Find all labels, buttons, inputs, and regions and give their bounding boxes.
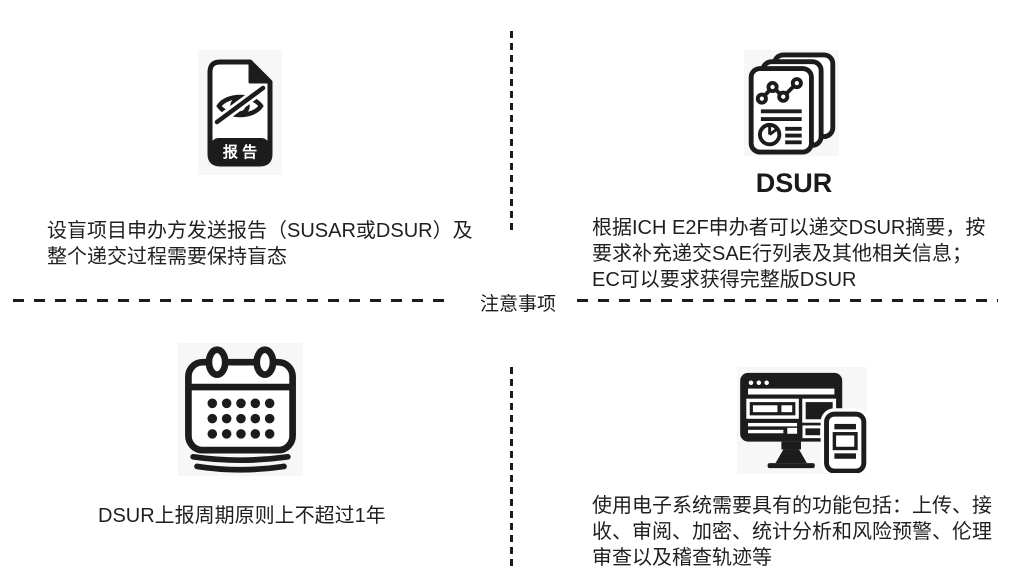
caption-line: EC可以要求获得完整版DSUR <box>592 269 857 291</box>
caption-line: DSUR上报周期原则上不超过1年 <box>98 505 386 527</box>
blinded-report-icon: 报 告 <box>207 59 273 166</box>
horizontal-divider-left <box>13 299 446 302</box>
report-badge-label: 报 告 <box>223 143 257 161</box>
caption-line: 设盲项目申办方发送报告（SUSAR或DSUR）及 <box>47 220 473 242</box>
electronic-system-tile <box>737 367 867 474</box>
caption-electronic-system: 使用电子系统需要具有的功能包括：上传、接 收、审阅、加密、统计分析和风险预警、伦… <box>592 493 992 571</box>
electronic-system-icon <box>740 372 867 473</box>
caption-line: 整个递交过程需要保持盲态 <box>47 246 287 268</box>
calendar-dots <box>207 398 275 439</box>
calendar-tile <box>178 343 303 476</box>
vertical-divider-top <box>510 31 513 230</box>
blinded-report-tile: 报 告 <box>198 50 282 175</box>
caption-line: 使用电子系统需要具有的功能包括：上传、接 <box>592 495 992 517</box>
horizontal-divider-right <box>577 299 998 302</box>
caption-dsur-summary: 根据ICH E2F申办者可以递交DSUR摘要，按 要求补充递交SAE行列表及其他… <box>592 215 985 293</box>
dsur-report-tile <box>744 50 839 156</box>
caption-line: 收、审阅、加密、统计分析和风险预警、伦理 <box>592 521 992 543</box>
caption-line: 要求补充递交SAE行列表及其他相关信息； <box>592 243 973 265</box>
center-label: 注意事项 <box>479 294 556 315</box>
caption-line: 审查以及稽查轨迹等 <box>592 547 772 569</box>
vertical-divider-bottom <box>510 367 513 571</box>
dsur-heading: DSUR <box>755 168 833 198</box>
dsur-report-icon <box>748 51 836 155</box>
caption-blinded-report: 设盲项目申办方发送报告（SUSAR或DSUR）及 整个递交过程需要保持盲态 <box>47 218 473 270</box>
caption-line: 根据ICH E2F申办者可以递交DSUR摘要，按 <box>592 217 986 239</box>
caption-dsur-cycle: DSUR上报周期原则上不超过1年 <box>98 503 386 529</box>
calendar-icon <box>185 345 296 473</box>
